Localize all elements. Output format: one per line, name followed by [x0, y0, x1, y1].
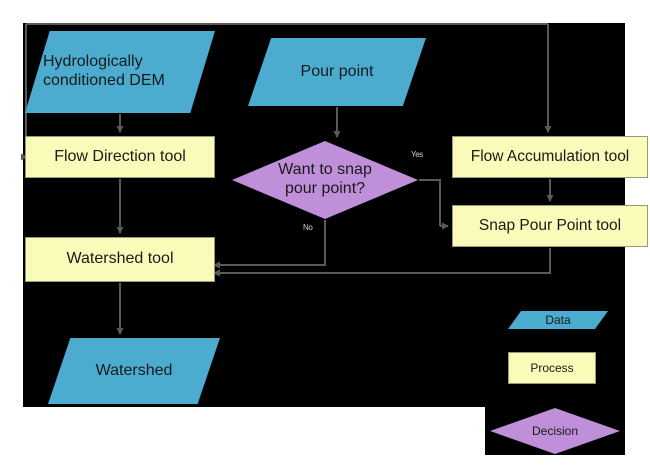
legend-item-data: Data	[508, 311, 608, 329]
node-hydrologically-conditioned-dem[interactable]: Hydrologically conditioned DEM	[25, 31, 215, 113]
legend-item-process: Process	[508, 352, 596, 384]
node-snap-pour-point-tool[interactable]: Snap Pour Point tool	[452, 205, 648, 247]
legend-label: Process	[530, 360, 574, 375]
node-flow-direction-tool[interactable]: Flow Direction tool	[25, 136, 215, 178]
node-label: Watershed tool	[66, 250, 174, 268]
node-watershed[interactable]: Watershed	[48, 338, 220, 404]
node-label: Hydrologically conditioned DEM	[43, 53, 165, 89]
node-label: Snap Pour Point tool	[478, 216, 622, 234]
node-pour-point[interactable]: Pour point	[248, 38, 426, 106]
node-label: Want to snap pour point?	[278, 161, 372, 197]
legend-label: Decision	[531, 423, 579, 438]
node-label: Watershed	[95, 361, 173, 379]
node-label: Flow Accumulation tool	[470, 147, 630, 165]
node-label: Flow Direction tool	[54, 147, 186, 165]
node-flow-accumulation-tool[interactable]: Flow Accumulation tool	[452, 136, 648, 178]
branch-label-yes: Yes	[411, 150, 423, 159]
node-label: Pour point	[300, 62, 374, 80]
branch-label-no: No	[303, 223, 313, 232]
node-watershed-tool[interactable]: Watershed tool	[25, 237, 215, 282]
legend-label: Data	[545, 312, 571, 327]
